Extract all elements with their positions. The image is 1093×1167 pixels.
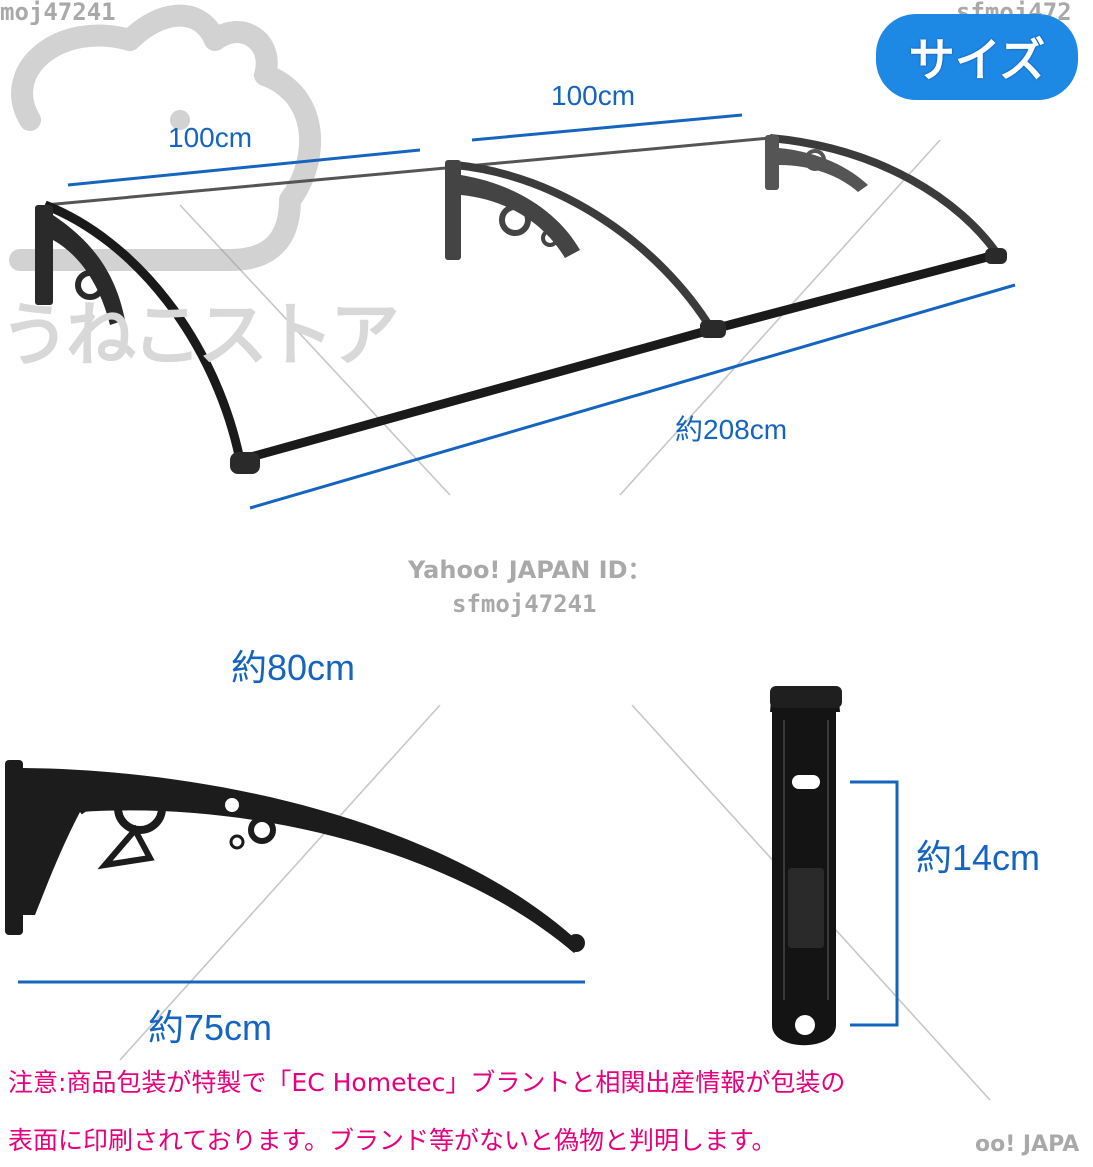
watermark-cross-lines [119, 139, 991, 1101]
canopy-front-frame [43, 200, 997, 465]
dimension-total-length: 約208cm [675, 414, 788, 445]
dimension-right-width: 100cm [551, 80, 636, 111]
dimension-plate-height: 約14cm [916, 837, 1041, 878]
watermark-center-line1: Yahoo! JAPAN ID： [408, 556, 652, 584]
right-bracket [765, 135, 1007, 264]
watermark-top-left: moj47241 [0, 0, 116, 26]
watermark-store-logo: うねこストア [0, 294, 400, 376]
bracket-detail [5, 760, 585, 953]
watermark-center-line2: sfmoj47241 [452, 590, 597, 618]
plate-height-line [850, 780, 899, 1027]
left-bracket [35, 205, 260, 474]
middle-arm [454, 161, 716, 333]
dimension-bracket-length: 約80cm [231, 647, 356, 688]
notice-line1: 注意:商品包装が特製で「EC Hometec」ブラントと相関出産情報が包装の [8, 1068, 846, 1097]
size-badge-label: サイズ [908, 33, 1046, 87]
store-logo-watermark [9, 4, 322, 271]
dimension-lines-top [67, 113, 1016, 510]
dimension-left-width: 100cm [168, 122, 253, 153]
middle-bracket [445, 160, 726, 338]
right-arm [769, 134, 1002, 258]
mounting-plate [770, 686, 842, 1046]
notice-line2: 表面に印刷されております。ブランド等がないと偽物と判明します。 [8, 1126, 777, 1155]
rear-rail [44, 136, 771, 207]
size-badge: サイズ [876, 14, 1078, 100]
watermark-bottom-right: oo! JAPA [975, 1132, 1080, 1157]
dimension-bracket-depth: 約75cm [148, 1007, 273, 1048]
